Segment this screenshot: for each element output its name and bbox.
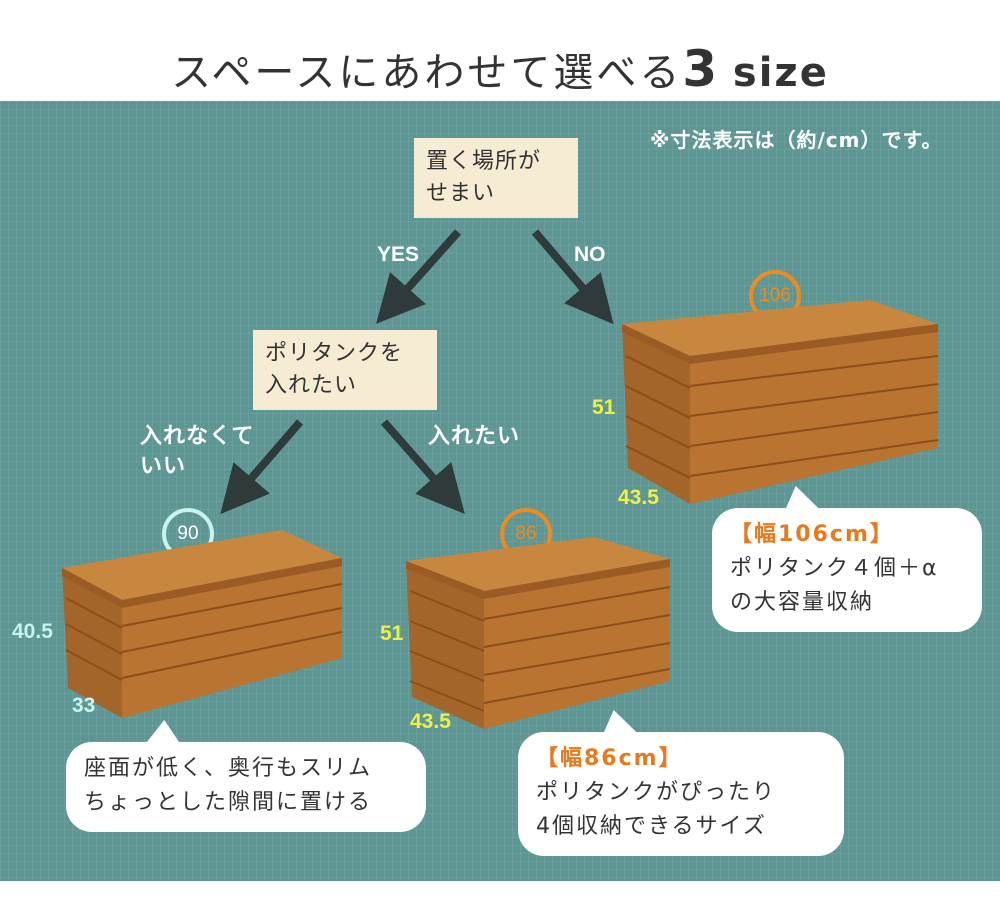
page-title: スペースにあわせて選べる3 size bbox=[0, 40, 1000, 98]
depth-large: 43.5 bbox=[618, 486, 659, 509]
desc-bubble-large: 【幅106cm】 ポリタンク４個＋α の大容量収納 bbox=[712, 508, 982, 632]
arrow-no-tank bbox=[220, 419, 304, 515]
units-note: ※寸法表示は（約/cm）です。 bbox=[650, 128, 943, 152]
question-box-space: 置く場所が せまい bbox=[414, 138, 578, 218]
desc-medium-head: 【幅86cm】 bbox=[536, 746, 683, 771]
title-suffix: size bbox=[732, 50, 829, 96]
desc-bubble-medium: 【幅86cm】 ポリタンクがぴったり 4個収納できるサイズ bbox=[518, 732, 844, 856]
width-small-value: 90 bbox=[177, 523, 199, 544]
width-medium-value: 86 bbox=[515, 523, 537, 544]
desc-large-line1: ポリタンク４個＋α bbox=[730, 556, 939, 581]
desc-medium-line1: ポリタンクがぴったり bbox=[536, 780, 777, 805]
depth-small: 33 bbox=[72, 694, 96, 717]
question2-line1: ポリタンクを bbox=[265, 341, 404, 366]
question2-line2: 入れたい bbox=[265, 373, 358, 398]
question-box-tank: ポリタンクを 入れたい bbox=[253, 330, 437, 410]
height-medium: 51 bbox=[380, 622, 404, 645]
desc-medium-line2: 4個収納できるサイズ bbox=[536, 814, 767, 839]
storage-box-large-image bbox=[622, 300, 939, 504]
branch-no-tank-label: 入れなくて いい bbox=[140, 422, 254, 482]
desc-bubble-small: 座面が低く、奥行もスリム ちょっとした隙間に置ける bbox=[66, 742, 426, 832]
title-number: 3 bbox=[682, 40, 718, 98]
branch-tank-label: 入れたい bbox=[428, 424, 521, 449]
arrow-tank bbox=[380, 419, 465, 515]
desc-small-line2: ちょっとした隙間に置ける bbox=[84, 790, 373, 815]
width-large-value: 106 bbox=[759, 285, 791, 306]
height-small: 40.5 bbox=[12, 620, 53, 643]
depth-medium: 43.5 bbox=[410, 710, 451, 733]
desc-large-head: 【幅106cm】 bbox=[730, 522, 894, 547]
branch-yes-label: YES bbox=[377, 243, 420, 266]
question-line1: 置く場所が bbox=[426, 149, 542, 174]
question-line2: せまい bbox=[426, 181, 496, 206]
desc-large-line2: の大容量収納 bbox=[730, 590, 875, 615]
storage-box-medium-image bbox=[406, 537, 671, 729]
height-large: 51 bbox=[592, 396, 616, 419]
branch-no-tank-line1: 入れなくて bbox=[140, 424, 255, 449]
arrow-yes bbox=[376, 229, 461, 324]
branch-no-tank-line2: いい bbox=[140, 454, 187, 479]
branch-no-label: NO bbox=[574, 243, 606, 266]
desc-small-line1: 座面が低く、奥行もスリム bbox=[84, 756, 373, 781]
arrow-no bbox=[531, 229, 614, 325]
title-prefix: スペースにあわせて選べる bbox=[171, 50, 683, 96]
storage-box-small-image bbox=[62, 530, 343, 718]
